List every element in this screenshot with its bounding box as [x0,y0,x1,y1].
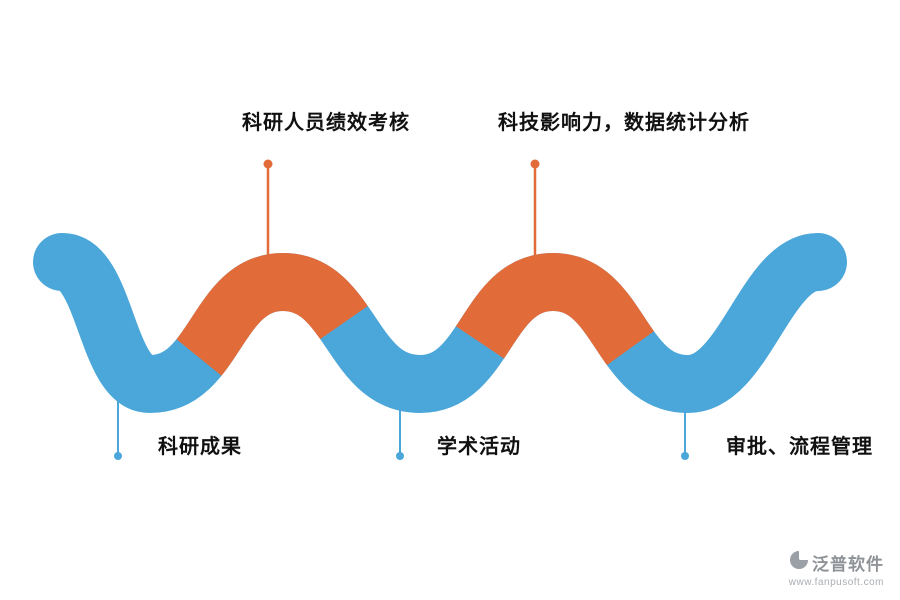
marker-dot-top-2 [530,159,540,169]
logo-url: www.fanpusoft.com [788,577,884,588]
label-tech-impact-statistics: 科技影响力，数据统计分析 [498,112,750,134]
label-research-results: 科研成果 [158,436,242,458]
marker-dot-bottom-1 [114,452,122,460]
fanpu-watermark: 泛普软件 www.fanpusoft.com [789,550,884,588]
marker-dot-bottom-3 [681,452,689,460]
marker-dot-top-1 [263,159,273,169]
label-approval-workflow: 审批、流程管理 [726,436,873,458]
marker-dot-bottom-2 [396,452,404,460]
fanpu-logo-icon [789,551,808,569]
logo-text: 泛普软件 [812,555,884,574]
label-academic-activities: 学术活动 [437,436,521,458]
label-performance-appraisal: 科研人员绩效考核 [242,112,410,134]
wave-path-blue [33,233,847,414]
